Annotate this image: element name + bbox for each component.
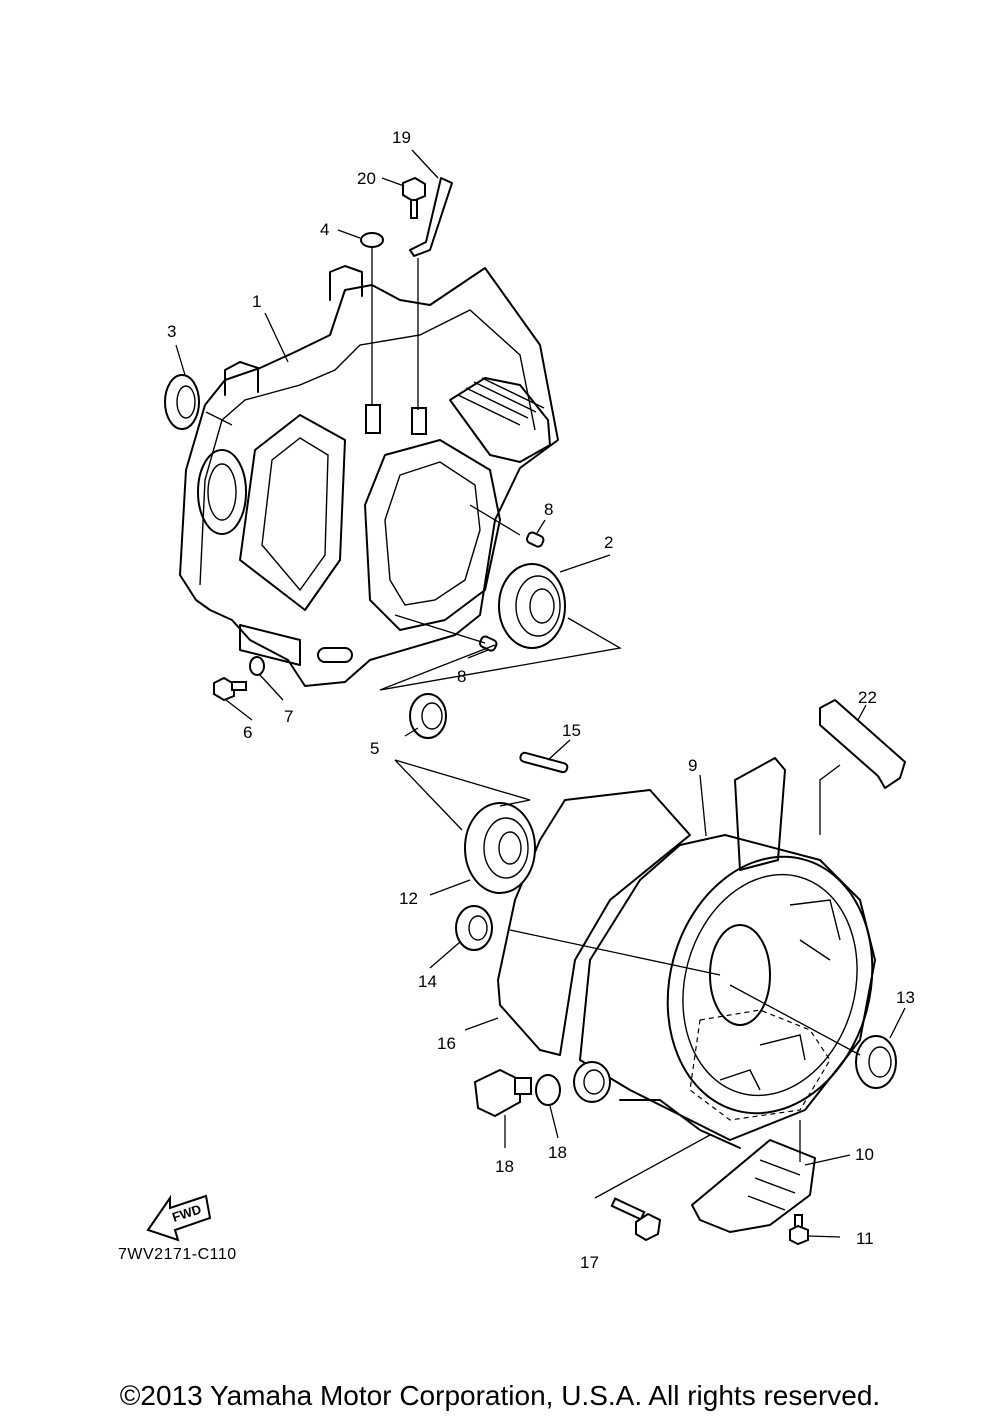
bracket-20-drawing	[409, 177, 453, 257]
callout-labels: 19 20 4 1 3 8 2 8 6 7 5 22 15 9 12 14 13…	[167, 128, 915, 1272]
leader-lines	[175, 149, 906, 1238]
callout-15: 15	[562, 721, 581, 740]
callout-5: 5	[370, 739, 379, 758]
oil-seal-3-drawing	[164, 374, 200, 430]
bolt-21-drawing	[402, 176, 426, 219]
seal-13-drawing	[855, 1035, 897, 1089]
bearing-2-drawing	[498, 563, 566, 649]
callout-9: 9	[688, 756, 697, 775]
callout-8-upper: 8	[544, 500, 553, 519]
callout-14: 14	[418, 972, 437, 991]
dowel-pin-8-lower-drawing	[478, 635, 498, 652]
callout-20: 19	[392, 128, 411, 147]
seal-14-drawing	[455, 905, 493, 951]
callout-10: 10	[855, 1145, 874, 1164]
callout-6: 6	[243, 723, 252, 742]
callout-12: 12	[399, 889, 418, 908]
crankcase-cover-9-drawing	[573, 757, 876, 1149]
callout-3: 3	[167, 322, 176, 341]
bearing-5-drawing	[409, 693, 447, 739]
callout-17: 17	[580, 1253, 599, 1272]
bracket-22-drawing	[819, 699, 906, 789]
filler-plug-18-drawing	[473, 1068, 532, 1118]
washer-4-drawing	[360, 232, 384, 248]
gasket-16-drawing	[497, 789, 691, 1056]
drawing-code: 7WV2171-C110	[118, 1246, 237, 1263]
gasket-7-drawing	[249, 656, 265, 676]
bolt-11-drawing	[789, 1214, 809, 1246]
pin-15-drawing	[519, 751, 569, 774]
callout-11: 11	[856, 1229, 874, 1248]
callout-19: 18	[548, 1143, 567, 1162]
callout-8-lower: 8	[457, 667, 466, 686]
bearing-12-drawing	[464, 802, 536, 894]
copyright-notice: ©2013 Yamaha Motor Corporation, U.S.A. A…	[119, 1380, 881, 1411]
bolt-17-drawing	[610, 1197, 662, 1242]
callout-18: 18	[495, 1157, 514, 1176]
drain-bolt-6-drawing	[213, 676, 247, 702]
callout-16: 16	[437, 1034, 456, 1053]
callout-13: 13	[896, 988, 915, 1007]
crankcase-1-drawing	[179, 265, 559, 687]
dowel-pin-8-upper-drawing	[525, 531, 545, 548]
callout-2: 2	[604, 533, 613, 552]
fwd-arrow-icon: FWD	[146, 1194, 212, 1242]
callout-7: 7	[284, 707, 293, 726]
o-ring-19-drawing	[535, 1074, 561, 1106]
callout-22: 22	[858, 688, 877, 707]
cover-10-drawing	[691, 1139, 816, 1233]
callout-4: 4	[320, 220, 329, 239]
callout-1: 1	[252, 292, 261, 311]
callout-21: 20	[357, 169, 376, 188]
